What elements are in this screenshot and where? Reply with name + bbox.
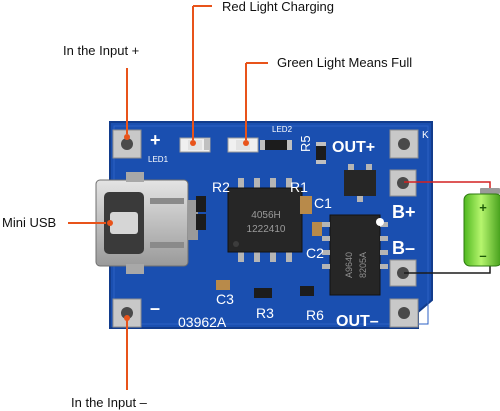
silk-c2: C2 <box>306 245 324 261</box>
silk-b-minus: B– <box>392 238 415 258</box>
green-led <box>228 138 258 152</box>
callout-dot-mini-usb <box>107 220 113 226</box>
silk-c3: C3 <box>216 291 234 307</box>
out-minus-pad <box>390 299 418 327</box>
battery-minus: – <box>479 248 486 263</box>
silk-minus: – <box>150 298 160 318</box>
main-chip-line2: 1222410 <box>247 224 286 235</box>
callout-dot-green-light <box>243 140 249 146</box>
battery-icon: + – <box>464 188 500 266</box>
silk-b-plus: B+ <box>392 202 416 222</box>
battery-plus: + <box>479 200 487 215</box>
board-model: 03962A <box>178 314 227 330</box>
silk-r5: R5 <box>298 135 313 152</box>
side-chip-line1: A9640 <box>344 252 354 278</box>
callout-dot-red-light <box>190 140 196 146</box>
main-chip-line1: 4056H <box>251 210 280 221</box>
silk-r2: R2 <box>212 179 230 195</box>
silk-out-minus: OUT– <box>336 313 379 330</box>
silk-out-plus: OUT+ <box>332 139 375 156</box>
callout-dot-input-minus <box>124 315 130 321</box>
callout-dot-input-plus <box>124 134 130 140</box>
side-chip: A9640 8205A <box>322 215 388 295</box>
out-plus-pad <box>390 130 418 158</box>
silk-c1: C1 <box>314 195 332 211</box>
silk-led1: LED1 <box>148 155 169 164</box>
silk-plus: + <box>150 130 161 150</box>
silk-r3: R3 <box>256 305 274 321</box>
silk-r6: R6 <box>306 307 324 323</box>
silk-r1: R1 <box>290 179 308 195</box>
b-plus-pad <box>390 170 416 196</box>
silk-k: K <box>422 130 429 141</box>
silk-led2: LED2 <box>272 125 293 134</box>
side-chip-line2: 8205A <box>358 252 368 278</box>
